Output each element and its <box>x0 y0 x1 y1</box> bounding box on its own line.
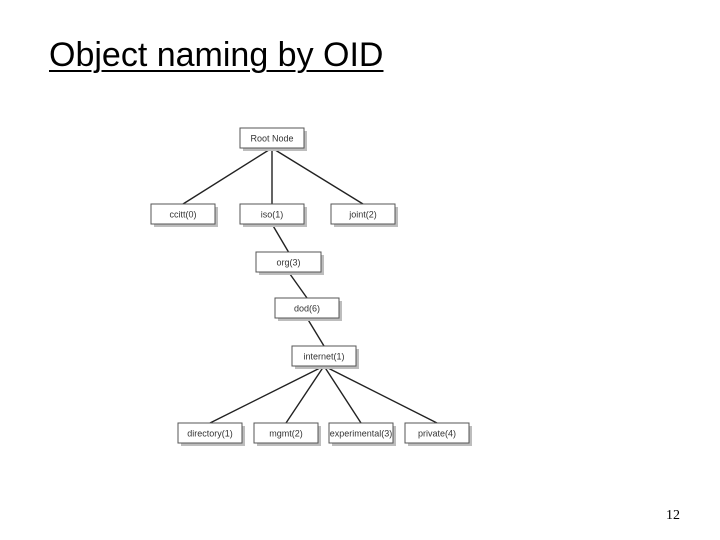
node-private: private(4) <box>404 422 472 446</box>
node-label: private(4) <box>418 429 456 439</box>
tree-edges <box>182 147 438 424</box>
node-label: experimental(3) <box>330 429 393 439</box>
node-org: org(3) <box>255 251 324 275</box>
node-label: joint(2) <box>348 210 377 220</box>
node-iso: iso(1) <box>239 203 307 227</box>
node-internet: internet(1) <box>291 345 359 369</box>
edge-iso-org <box>271 223 290 253</box>
tree-nodes: Root Node ccitt(0) iso(1) joint(2) org(3) dod… <box>150 127 472 446</box>
node-label: internet(1) <box>303 352 344 362</box>
node-box <box>330 203 396 225</box>
edge-org-dod <box>287 271 308 299</box>
edge-internet-directory <box>209 365 325 424</box>
node-root: Root Node <box>239 127 307 151</box>
edge-internet-mgmt <box>285 365 325 424</box>
node-ccitt: ccitt(0) <box>150 203 218 227</box>
node-box <box>150 203 216 225</box>
node-label: Root Node <box>250 134 293 144</box>
node-label: mgmt(2) <box>269 429 303 439</box>
node-box <box>239 127 305 149</box>
slide-title: Object naming by OID <box>49 36 384 74</box>
node-box <box>253 422 319 444</box>
edge-internet-experimental <box>323 365 362 424</box>
node-dod: dod(6) <box>274 297 342 321</box>
node-experimental: experimental(3) <box>328 422 396 446</box>
node-box <box>274 297 340 319</box>
node-label: directory(1) <box>187 429 233 439</box>
node-joint: joint(2) <box>330 203 398 227</box>
page-number: 12 <box>666 508 680 523</box>
node-label: org(3) <box>276 258 300 268</box>
node-box <box>291 345 357 367</box>
node-label: dod(6) <box>294 304 320 314</box>
node-box <box>404 422 470 444</box>
edge-internet-private <box>323 365 438 424</box>
node-box <box>328 422 394 444</box>
node-label: ccitt(0) <box>170 210 197 220</box>
node-directory: directory(1) <box>177 422 245 446</box>
node-mgmt: mgmt(2) <box>253 422 321 446</box>
edge-root-joint <box>271 147 364 205</box>
edge-dod-internet <box>306 317 325 347</box>
node-box <box>177 422 243 444</box>
node-box <box>255 251 322 273</box>
edge-root-ccitt <box>182 147 273 205</box>
node-label: iso(1) <box>261 210 284 220</box>
node-box <box>239 203 305 225</box>
